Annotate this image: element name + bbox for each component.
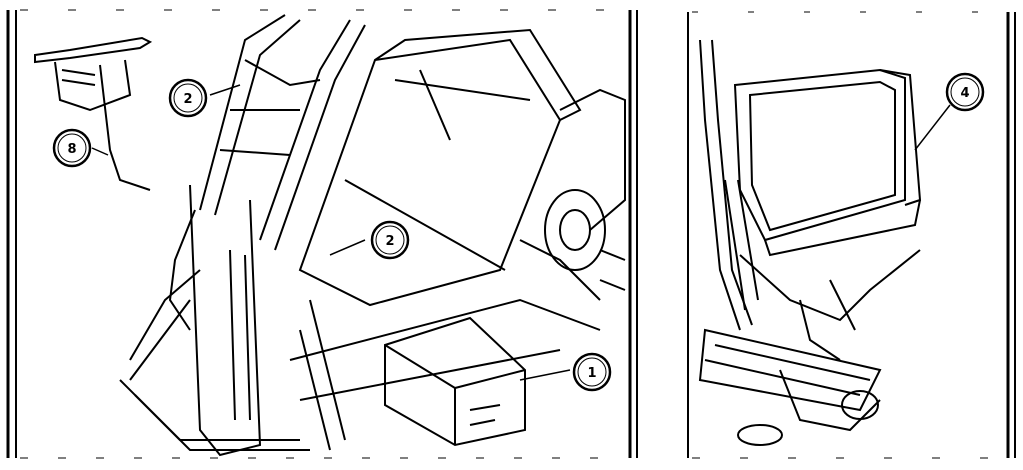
cart-base — [698, 249, 921, 446]
side-mechanism — [519, 88, 626, 301]
callout-2: 2 — [168, 78, 208, 118]
small-box — [384, 316, 526, 447]
main-cabinet — [298, 28, 582, 307]
callout-4: 4 — [945, 72, 985, 112]
right-panel — [687, 11, 1016, 459]
support-post — [699, 39, 759, 331]
callout-2-lower: 2 — [370, 220, 410, 260]
callout-8: 8 — [52, 128, 92, 168]
callout-label: 4 — [960, 86, 969, 101]
handle-bracket — [34, 36, 153, 191]
callout-label: 1 — [587, 366, 596, 381]
callout-label: 8 — [67, 142, 76, 157]
callout-label: 2 — [183, 92, 192, 107]
mast-column — [129, 184, 262, 457]
left-panel — [6, 9, 638, 459]
callout-1: 1 — [572, 352, 612, 392]
callout-label: 2 — [385, 234, 394, 249]
boom-arm — [199, 14, 366, 251]
base-frame — [119, 298, 601, 451]
